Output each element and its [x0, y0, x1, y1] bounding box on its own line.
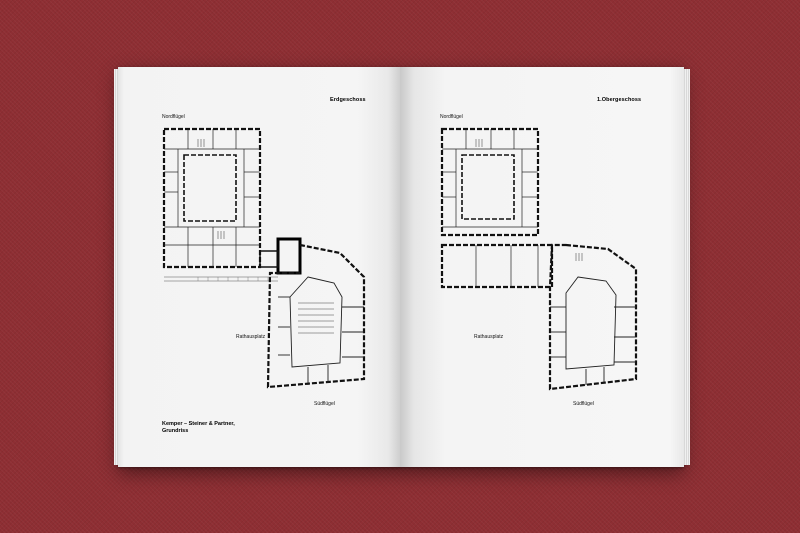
right-page: 1.Obergeschoss Nordflügel [400, 67, 684, 467]
caption-line-1: Kemper – Steiner & Partner, [162, 421, 235, 427]
page-edges-left [114, 69, 118, 465]
page-header-right: 1.Obergeschoss [597, 97, 642, 103]
label-north-wing: Nordflügel [162, 114, 185, 120]
label-south-wing: Südflügel [573, 401, 594, 407]
page-edges-right [684, 69, 690, 465]
ground-floor-plan [162, 127, 366, 389]
left-page: Erdgeschoss Nordflügel [118, 67, 400, 467]
caption-line-2: Grundriss [162, 428, 189, 434]
page-header-left: Erdgeschoss [330, 97, 366, 103]
label-town-square: Rathausplatz [236, 334, 266, 340]
label-south-wing: Südflügel [314, 401, 335, 407]
label-town-square: Rathausplatz [474, 334, 504, 340]
label-north-wing: Nordflügel [440, 114, 463, 120]
open-book: Erdgeschoss Nordflügel [114, 67, 690, 467]
figure-caption: Kemper – Steiner & Partner, Grundriss [162, 421, 282, 435]
first-floor-plan [440, 127, 638, 391]
